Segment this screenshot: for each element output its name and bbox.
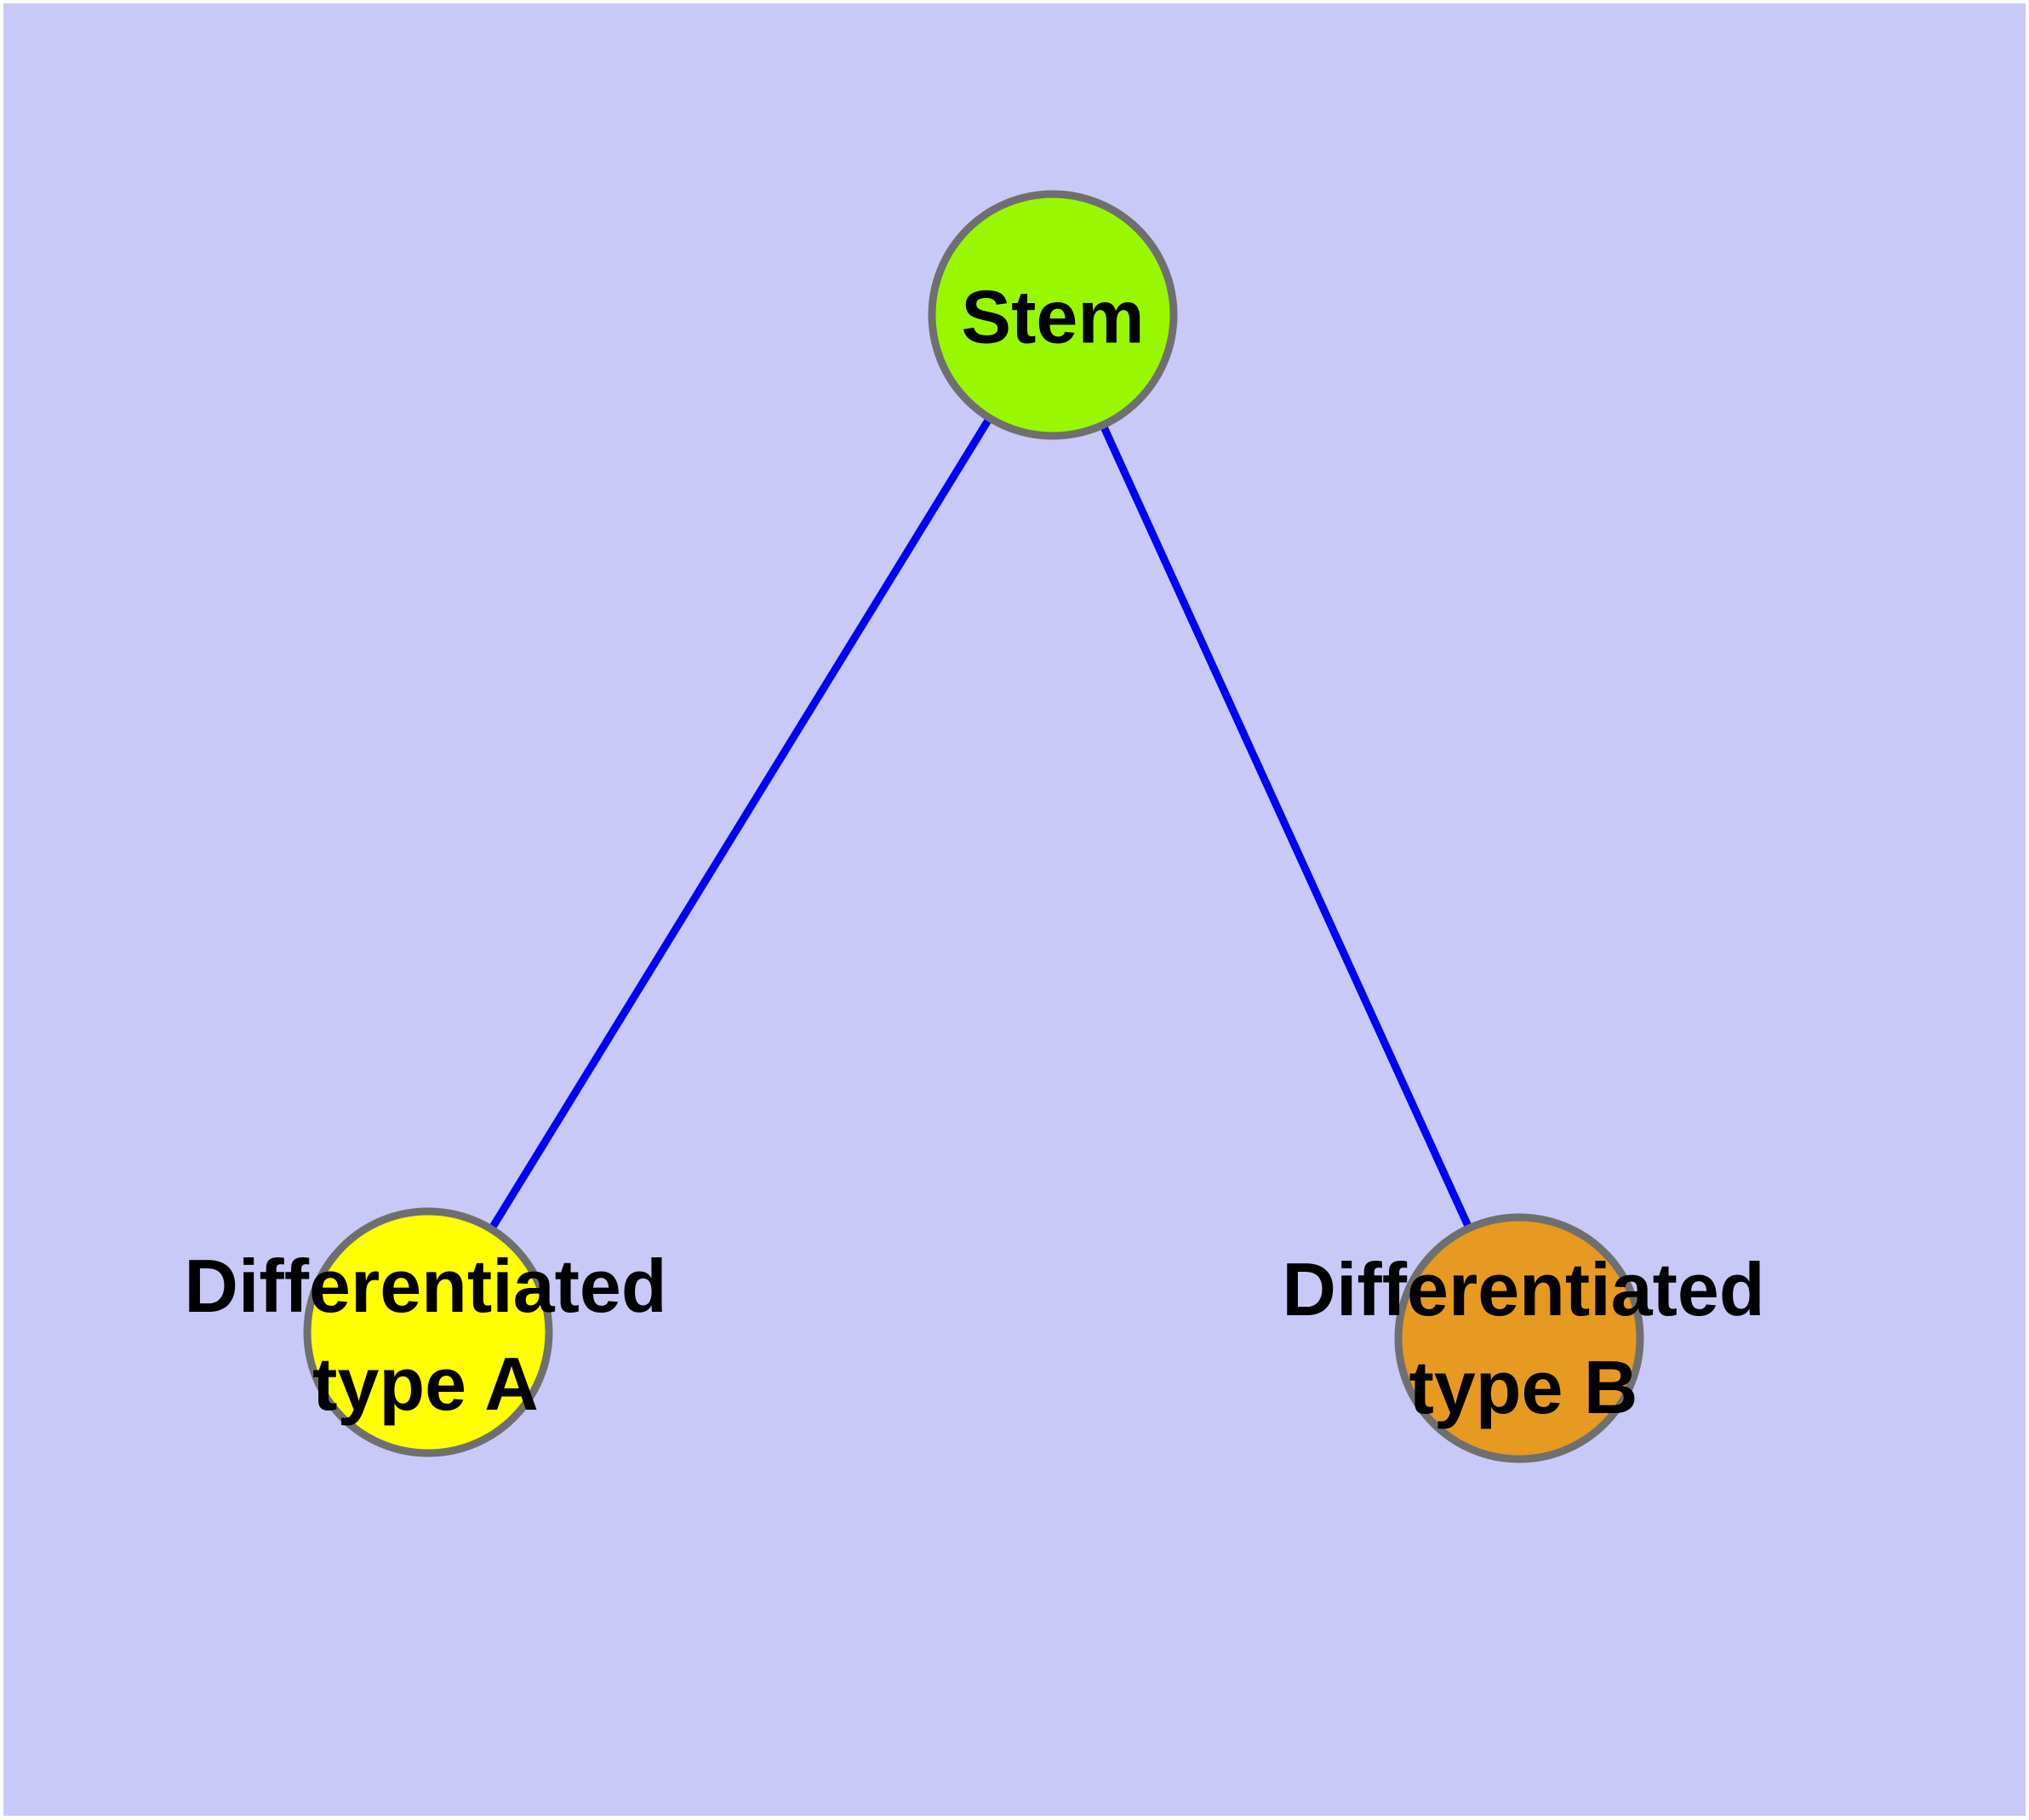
edge-stem-to-type-b xyxy=(1049,313,1523,1340)
node-type-a-circle xyxy=(303,1207,553,1457)
node-stem-circle xyxy=(928,190,1178,440)
edge-stem-to-type-a xyxy=(425,312,1056,1335)
node-type-b-circle xyxy=(1394,1213,1644,1463)
